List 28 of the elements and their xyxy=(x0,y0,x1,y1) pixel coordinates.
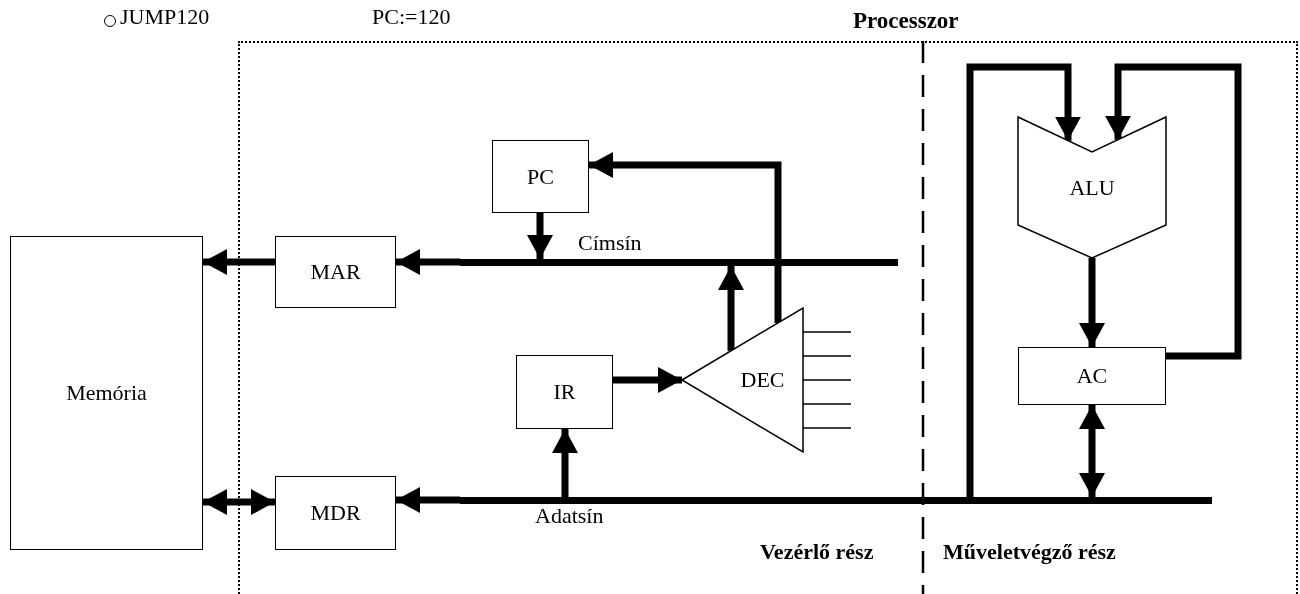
arrow xyxy=(966,63,1081,497)
decoder-triangle: DEC xyxy=(682,308,803,452)
data-bus xyxy=(460,497,1212,504)
register-box: AC xyxy=(1018,347,1166,405)
register-box: PC xyxy=(492,140,589,213)
arrow xyxy=(589,152,782,323)
register-box: IR xyxy=(516,355,613,429)
arrow xyxy=(1105,63,1242,360)
arrow xyxy=(718,266,744,351)
instruction-text: PC:=120 xyxy=(372,4,451,30)
register-box: MDR xyxy=(275,476,396,550)
bus-label: Adatsín xyxy=(535,503,604,529)
arrow xyxy=(527,213,553,259)
arrow xyxy=(203,489,275,515)
arrow xyxy=(1079,405,1105,497)
section-label: Vezérlő rész xyxy=(760,539,874,565)
frame-title: Processzor xyxy=(853,8,959,34)
bus-label: Címsín xyxy=(578,230,642,256)
section-label: Műveletvégző rész xyxy=(943,539,1116,565)
arrow xyxy=(203,249,275,275)
memory-box: Memória xyxy=(10,236,203,550)
arrow xyxy=(552,429,578,497)
alu-shape: ALU xyxy=(1018,117,1166,258)
address-bus xyxy=(460,259,898,266)
register-box: MAR xyxy=(275,236,396,308)
instruction-text: JUMP120 xyxy=(120,4,210,30)
arrow xyxy=(1079,258,1105,347)
arrow xyxy=(613,367,682,393)
